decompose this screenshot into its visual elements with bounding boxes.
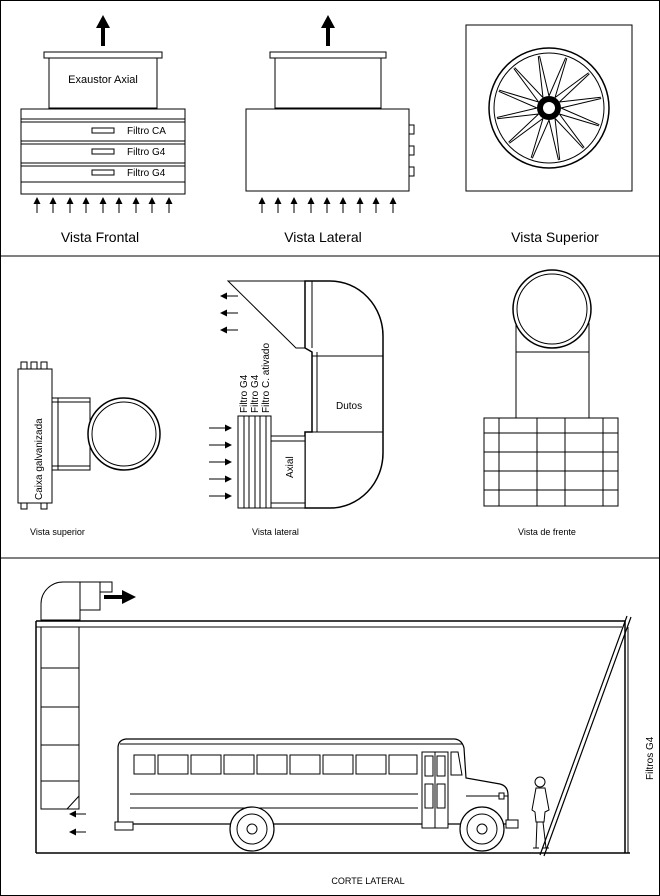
fan-blade (539, 55, 567, 97)
filter-handle (91, 169, 115, 176)
caption-side-view: Vista lateral (252, 527, 299, 537)
filter-carbon-label: Filtro C. ativado (261, 343, 272, 413)
fan-blade (509, 117, 544, 159)
fan-blades-icon (496, 55, 602, 161)
fan-blade (514, 56, 544, 98)
airflow-up-arrow-icon (96, 15, 110, 28)
airflow-up-arrow-icon (321, 15, 335, 28)
school-bus (114, 738, 519, 852)
filter-g4-label: Filtro G4 (250, 374, 261, 413)
fan-blade (498, 68, 540, 103)
caption-front-view: Vista Frontal (61, 229, 139, 245)
fan-blade (496, 90, 538, 118)
fan-blade (554, 118, 584, 160)
panel-3: Filtros G4 (35, 581, 656, 886)
axial-exhaust-side (274, 57, 382, 109)
filter-g4-label: Filtro G4 (239, 374, 250, 413)
filter-housing-side (245, 108, 410, 192)
inflow-arrows (33, 197, 173, 213)
fan-blade (559, 73, 601, 103)
galvanized-box-label: Caixa galvanizada (34, 418, 45, 500)
caption-top-view: Vista Superior (511, 229, 599, 245)
g4-filter-panel (543, 616, 632, 857)
axial-label: Axial (285, 456, 296, 478)
front-view: Exaustor Axial Filtro CA Filtro G4 Filtr… (20, 15, 186, 245)
caption-top-view: Vista superior (30, 527, 85, 537)
top-view: Vista Superior (465, 24, 633, 245)
fan-blade (558, 113, 600, 148)
filter-handle (91, 127, 115, 134)
axial-fan (270, 435, 306, 509)
outflow-arrows (220, 292, 238, 334)
filter-ca-label: Filtro CA (127, 126, 166, 137)
vertical-duct (40, 626, 80, 810)
exhaust-label: Exaustor Axial (68, 74, 138, 86)
duct (304, 280, 384, 509)
caption-lateral-section: CORTE LATERAL (331, 876, 404, 886)
panel-1: Exaustor Axial Filtro CA Filtro G4 Filtr… (20, 15, 633, 245)
exhaust-elbow (40, 581, 113, 621)
fan-blade (497, 113, 539, 143)
filter-g4-label: Filtro G4 (127, 168, 166, 179)
fan-blade (531, 119, 559, 161)
side-view: Vista Lateral (245, 15, 415, 245)
ducts-label: Dutos (336, 401, 362, 412)
caption-side-view: Vista Lateral (284, 229, 362, 245)
intake-arrows (69, 810, 86, 836)
fan-blade (560, 98, 602, 126)
duct-front-view: Vista de frente (483, 269, 619, 537)
filter-handle (91, 148, 115, 155)
galvanized-box-top-view: Caixa galvanizada Vista superior (17, 361, 161, 537)
inflow-arrows (258, 197, 397, 213)
panel-2: Caixa galvanizada Vista superior Dutos (17, 269, 619, 537)
duct-opening (512, 269, 592, 349)
person-figure (531, 776, 550, 849)
filters-g4-label: Filtros G4 (645, 736, 656, 780)
exhaust-arrow-icon (122, 590, 136, 604)
filter-grid (483, 417, 619, 507)
caption-front-view: Vista de frente (518, 527, 576, 537)
inflow-arrows (209, 424, 232, 500)
axial-exhaust (48, 57, 158, 109)
duct-opening (87, 397, 161, 471)
filter-g4-label: Filtro G4 (127, 147, 166, 158)
fan-blade (554, 57, 589, 99)
duct-side-view: Dutos Axial Filtro G4 Filtro G4 Filtro C… (209, 280, 384, 537)
